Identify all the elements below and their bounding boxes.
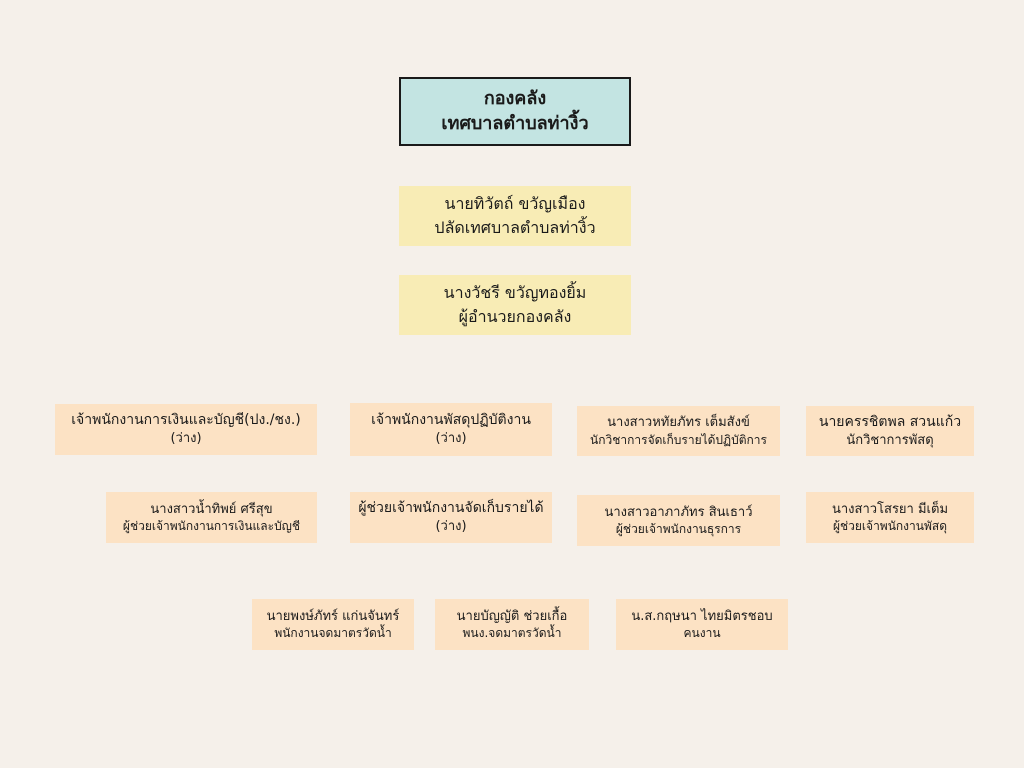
person-role: ผู้ช่วยเจ้าพนักงานพัสดุ (832, 519, 948, 534)
staff-box-water-meter-reader: นายพงษ์ภัทร์ แก่นจันทร์ พนักงานจดมาตรวัด… (252, 599, 414, 650)
finance-director-box: นางวัชรี ขวัญทองยิ้ม ผู้อำนวยกองคลัง (399, 275, 631, 335)
person-name: ผู้ช่วยเจ้าพนักงานจัดเก็บรายได้ (358, 500, 544, 517)
person-name: นายพงษ์ภัทร์ แก่นจันทร์ (266, 608, 400, 624)
person-role: ผู้ช่วยเจ้าพนักงานการเงินและบัญชี (122, 519, 301, 534)
person-role: พนักงานจดมาตรวัดน้ำ (274, 626, 392, 641)
person-name: นางวัชรี ขวัญทองยิ้ม (443, 283, 587, 302)
department-name: กองคลัง (483, 88, 547, 110)
staff-box-finance-officer: เจ้าพนักงานการเงินและบัญชี(ปง./ชง.) (ว่า… (55, 404, 317, 455)
person-role: (ว่าง) (435, 431, 467, 447)
department-header: กองคลัง เทศบาลตำบลท่างิ้ว (399, 77, 631, 146)
person-name: นางสาวอาภาภัทร สินเธาว์ (604, 504, 753, 520)
person-name: เจ้าพนักงานพัสดุปฏิบัติงาน (371, 412, 531, 429)
person-role: นักวิชาการพัสดุ (846, 432, 934, 448)
person-name: นายครรชิตพล สวนแก้ว (818, 413, 962, 430)
person-name: เจ้าพนักงานการเงินและบัญชี(ปง./ชง.) (71, 412, 301, 429)
person-role: (ว่าง) (170, 431, 202, 447)
staff-box-supplies-analyst: นายครรชิตพล สวนแก้ว นักวิชาการพัสดุ (806, 406, 974, 456)
staff-box-worker: น.ส.กฤษนา ไทยมิตรชอบ คนงาน (616, 599, 788, 650)
person-name: นางสาวน้ำทิพย์ ศรีสุข (150, 501, 273, 517)
staff-box-admin-assistant: นางสาวอาภาภัทร สินเธาว์ ผู้ช่วยเจ้าพนักง… (577, 495, 780, 546)
staff-box-finance-assistant: นางสาวน้ำทิพย์ ศรีสุข ผู้ช่วยเจ้าพนักงาน… (106, 492, 317, 543)
staff-box-revenue-assistant: ผู้ช่วยเจ้าพนักงานจัดเก็บรายได้ (ว่าง) (350, 492, 552, 543)
staff-box-water-meter-employee: นายบัญญัติ ช่วยเกื้อ พนง.จดมาตรวัดน้ำ (435, 599, 589, 650)
person-name: นายทิวัตถ์ ขวัญเมือง (444, 194, 586, 213)
person-role: ผู้อำนวยกองคลัง (458, 307, 572, 326)
staff-box-supplies-officer: เจ้าพนักงานพัสดุปฏิบัติงาน (ว่าง) (350, 403, 552, 456)
municipal-clerk-box: นายทิวัตถ์ ขวัญเมือง ปลัดเทศบาลตำบลท่างิ… (399, 186, 631, 246)
organization-name: เทศบาลตำบลท่างิ้ว (441, 112, 589, 134)
staff-box-supplies-assistant: นางสาวโสรยา มีเต็ม ผู้ช่วยเจ้าพนักงานพัส… (806, 492, 974, 543)
staff-box-revenue-officer: นางสาวหทัยภัทร เต็มสังข์ นักวิชาการจัดเก… (577, 406, 780, 456)
person-role: ปลัดเทศบาลตำบลท่างิ้ว (434, 218, 596, 237)
person-role: ผู้ช่วยเจ้าพนักงานธุรการ (615, 522, 742, 537)
person-name: นางสาวโสรยา มีเต็ม (831, 501, 949, 517)
person-role: (ว่าง) (435, 519, 467, 535)
person-name: นายบัญญัติ ช่วยเกื้อ (456, 608, 568, 624)
person-role: คนงาน (683, 626, 721, 641)
person-role: พนง.จดมาตรวัดน้ำ (462, 626, 562, 641)
person-name: นางสาวหทัยภัทร เต็มสังข์ (607, 415, 750, 431)
person-role: นักวิชาการจัดเก็บรายได้ปฏิบัติการ (590, 432, 767, 447)
person-name: น.ส.กฤษนา ไทยมิตรชอบ (631, 608, 773, 624)
